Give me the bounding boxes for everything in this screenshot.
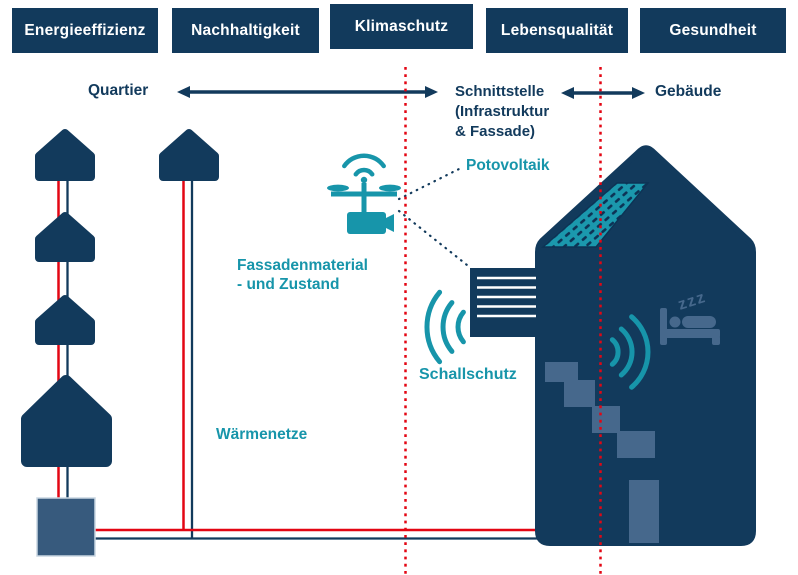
- house-icon: [35, 129, 95, 181]
- stairs-icon: [545, 362, 655, 458]
- photovoltaics-label: Potovoltaik: [466, 157, 550, 174]
- header-label: Klimaschutz: [354, 17, 449, 35]
- header-label: Gesundheit: [669, 21, 757, 39]
- drone-camera-icon: [327, 153, 401, 234]
- header-box-klimaschutz: Klimaschutz: [330, 4, 473, 49]
- louver-window-icon: [470, 268, 537, 337]
- house-icon: [35, 295, 95, 345]
- solar-panel-icon: [541, 182, 650, 248]
- heat-network-lines: [57, 148, 538, 540]
- dotted-connector-lines: [397, 166, 469, 267]
- section-divider-dotted-lines: [404, 67, 602, 575]
- header-box-energieeffizienz: Energieeffizienz: [12, 8, 158, 53]
- heat-networks-label: Wärmenetze: [216, 426, 308, 443]
- header-label: Lebensqualität: [500, 21, 614, 39]
- gebaeude-label: Gebäude: [655, 83, 722, 100]
- schnittstelle-line: (Infrastruktur: [455, 103, 550, 120]
- schnittstelle-line: Schnittstelle: [455, 83, 545, 100]
- sound-waves-icon: [424, 289, 466, 365]
- sound-waves-icon: [609, 314, 651, 390]
- header-box-nachhaltigkeit: Nachhaltigkeit: [172, 8, 319, 53]
- quartier-label: Quartier: [88, 82, 149, 99]
- facade-material-line: Fassadenmaterial: [237, 257, 368, 274]
- sleeping-person-bed-icon: [660, 308, 720, 345]
- district-houses: [21, 129, 219, 467]
- house-icon: [159, 129, 219, 181]
- header-box-lebensqualitaet: Lebensqualität: [486, 8, 628, 53]
- facade-material-line: - und Zustand: [237, 276, 340, 293]
- header-label: Energieeffizienz: [24, 21, 146, 39]
- wifi-signal-icon: [342, 153, 386, 177]
- house-icon: [35, 212, 95, 262]
- schnittstelle-label: Schnittstelle (Infrastruktur & Fassade): [455, 82, 549, 142]
- sound-protection-label: Schallschutz: [419, 366, 517, 383]
- header-label: Nachhaltigkeit: [191, 21, 300, 39]
- scale-arrows: [177, 86, 645, 99]
- large-house-icon: [21, 375, 112, 467]
- chimney-column-icon: [629, 480, 659, 543]
- schnittstelle-line: & Fassade): [455, 123, 536, 140]
- heat-plant-square-icon: [36, 497, 96, 557]
- facade-material-label: Fassadenmaterial - und Zustand: [237, 256, 368, 294]
- header-box-gesundheit: Gesundheit: [640, 8, 786, 53]
